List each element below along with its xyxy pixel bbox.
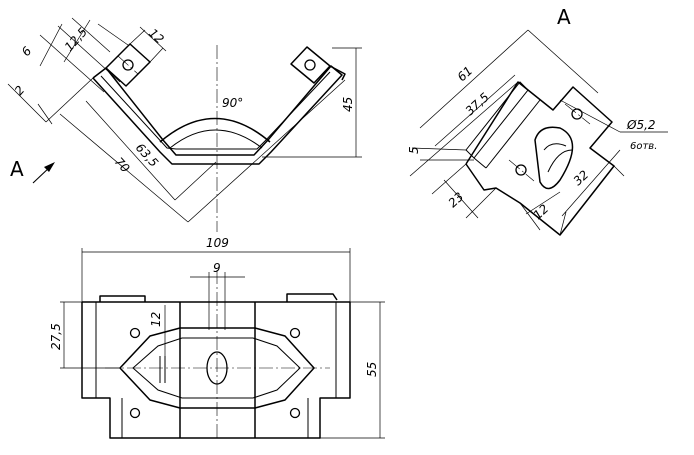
top-right-tab [286,293,338,302]
aux-dim-32: 32 [571,168,592,189]
aux-hole-count: 6отв. [630,141,657,152]
aux-hole-2 [515,164,527,176]
dim-55: 55 [365,362,379,377]
top-hole-2 [289,327,301,339]
dim-63-5: 63,5 [133,141,161,170]
top-center-hole [206,351,228,385]
dim-12-front: 12 [146,26,167,47]
top-left-tab [99,295,146,302]
dim-45: 45 [341,97,355,112]
view-arrow-label: A [10,157,24,181]
dim-12-5: 12,5 [62,25,90,54]
dim-9: 9 [213,261,221,275]
aux-dim-61: 61 [455,64,476,85]
bracket-inner-contour [100,71,331,150]
top-dome-inner [132,337,301,399]
bracket-dome [159,117,271,143]
aux-view-letter: A [557,5,571,29]
bracket-dome-inner [169,129,263,149]
aux-dim-23: 23 [446,190,467,211]
view-arrowhead [44,162,55,172]
dim-6: 6 [19,44,35,59]
top-hole-3 [129,407,141,419]
aux-dim-5: 5 [407,146,421,154]
top-hole-1 [129,327,141,339]
dim-12-top: 12 [149,312,163,327]
aux-dim-12: 12 [531,202,552,223]
aux-slot [465,81,529,159]
aux-dome [534,126,574,190]
top-hole-4 [289,407,301,419]
front-view: 6 12,5 12 2 63,5 70 45 90° A [7,17,362,232]
left-lug-hole [122,59,134,71]
dim-27-5: 27,5 [49,323,63,350]
top-view: 109 9 27,5 12 55 [49,236,385,440]
aux-outline [465,81,615,236]
dim-2: 2 [12,83,28,98]
aux-dim-37-5: 37,5 [463,90,492,118]
right-lug-hole [304,59,316,71]
right-lug-tab [329,65,346,81]
dim-angle-90: 90° [222,96,243,110]
top-dome-outline [119,327,315,409]
aux-hole-diameter: Ø5,2 [626,118,656,132]
dim-109: 109 [206,236,229,250]
aux-view-a: A 61 37,5 5 23 [407,5,668,236]
